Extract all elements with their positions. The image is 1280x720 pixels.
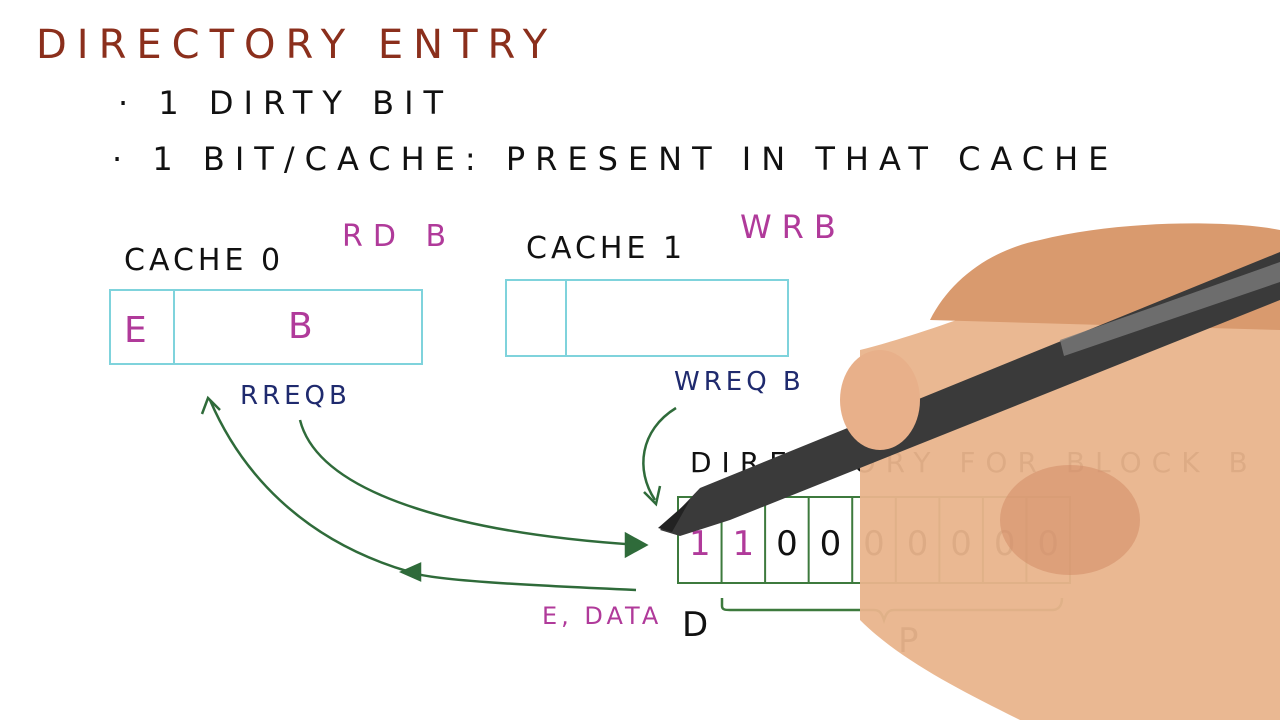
cache1-op: WRB <box>740 208 846 246</box>
directory-presence-bit: 0 <box>776 524 798 564</box>
cache1-line <box>505 279 789 357</box>
dirty-bit-label: D <box>682 605 708 645</box>
cache0-block: B <box>288 306 313 347</box>
write-request-arrow <box>642 406 677 507</box>
reply-arrow <box>200 395 637 592</box>
bullet-dirty-bit: · 1 DIRTY BIT <box>118 84 453 122</box>
directory-dirty-bit: 1 <box>689 524 711 564</box>
cache0-label: CACHE 0 <box>124 243 284 278</box>
read-request-arrow <box>298 419 649 559</box>
reply-label: E, DATA <box>542 602 662 630</box>
write-request-label: WREQ B <box>674 367 805 397</box>
cache0-line: E B <box>109 289 423 365</box>
directory-presence-bit: 0 <box>820 524 842 564</box>
hand-with-pen-illustration <box>658 223 1280 720</box>
cache0-op: RD B <box>342 219 456 254</box>
page-title: DIRECTORY ENTRY <box>36 22 557 68</box>
read-request-label: RREQB <box>240 381 351 411</box>
directory-presence-bit: 1 <box>733 524 755 564</box>
bullet-presence-bit: · 1 BIT/CACHE: PRESENT IN THAT CACHE <box>112 140 1118 178</box>
cache0-state: E <box>124 310 147 351</box>
cache1-label: CACHE 1 <box>526 231 686 266</box>
